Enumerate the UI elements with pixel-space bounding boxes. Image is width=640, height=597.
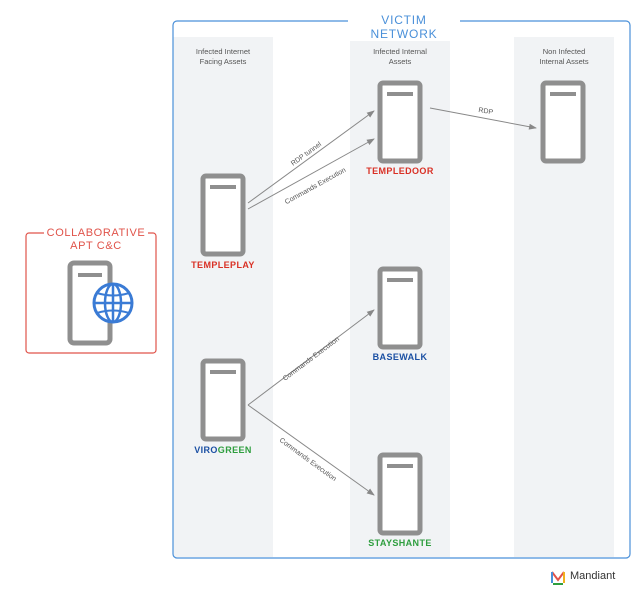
cc-title-line2: APT C&C <box>70 240 122 252</box>
column-header-internet-facing: Infected Internet Facing Assets <box>195 47 251 66</box>
server-icon-non-infected <box>540 80 586 164</box>
server-icon-templedoor <box>377 80 423 164</box>
cc-title: COLLABORATIVE APT C&C <box>44 227 148 253</box>
cc-title-line1: COLLABORATIVE <box>46 227 146 239</box>
server-label-virogreen: VIROGREEN <box>163 445 283 455</box>
mandiant-logo-icon <box>551 571 565 585</box>
server-icon-stayshante <box>377 452 423 536</box>
edge-commands-execution-basewalk <box>247 309 375 406</box>
edge-commands-execution-stayshante <box>247 404 375 496</box>
server-label-templedoor: TEMPLEDOOR <box>366 166 434 176</box>
server-icon-basewalk <box>377 266 423 350</box>
column-header-non-infected: Non Infected Internal Assets <box>539 47 589 66</box>
victim-network-title: VICTIM NETWORK <box>348 13 460 41</box>
server-label-templeplay: TEMPLEPLAY <box>191 260 255 270</box>
column-internet-facing <box>173 37 273 557</box>
globe-icon <box>92 282 134 324</box>
edge-commands-execution-templedoor <box>247 138 375 210</box>
column-header-internal: Infected Internal Assets <box>373 47 427 66</box>
server-label-basewalk: BASEWALK <box>372 352 428 362</box>
server-label-virogreen-part1: VIRO <box>194 445 218 455</box>
edge-rdp <box>429 107 537 130</box>
server-label-stayshante: STAYSHANTE <box>368 538 432 548</box>
edge-rdp-tunnel <box>247 110 375 204</box>
mandiant-brand-text: Mandiant <box>570 570 616 582</box>
server-icon-virogreen <box>200 358 246 442</box>
server-label-virogreen-part2: GREEN <box>217 445 252 455</box>
server-icon-templeplay <box>200 173 246 257</box>
